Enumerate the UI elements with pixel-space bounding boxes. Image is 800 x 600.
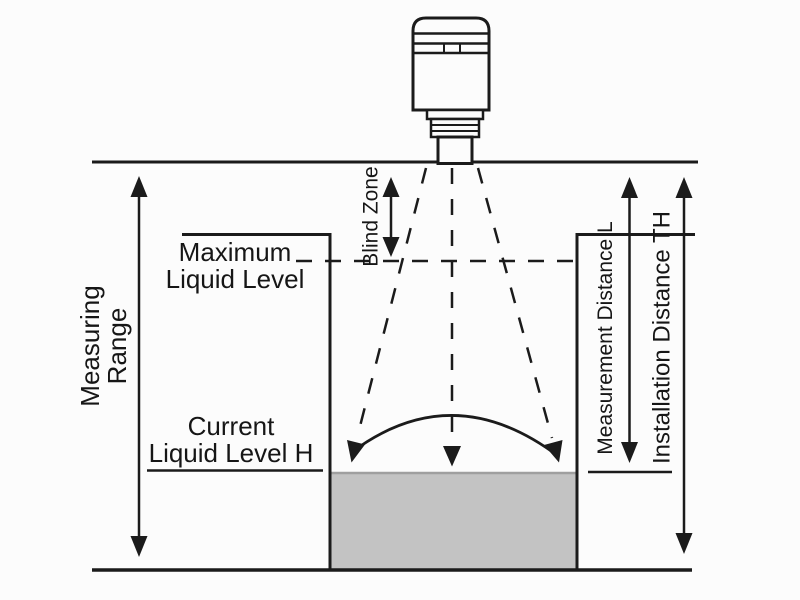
measuring-range-label-line1: Measuring (75, 285, 105, 407)
installation-distance-arrow (675, 177, 693, 554)
measurement-distance-arrow (621, 177, 638, 463)
ultrasonic-beam (347, 167, 563, 467)
current-liquid-level-label: Current Liquid Level H (141, 413, 321, 467)
measuring-range-arrow (130, 176, 148, 557)
blind-zone-arrowhead-down (382, 237, 400, 257)
echo-arc (351, 414, 559, 458)
blind-zone-arrowhead-up (382, 177, 400, 197)
current-liquid-level-line2: Liquid Level H (148, 438, 314, 468)
maximum-liquid-level-line1: Maximum (178, 237, 292, 267)
maximum-liquid-level-line2: Liquid Level (165, 264, 305, 294)
beam-center-arrowhead (443, 446, 461, 467)
measuring-range-arrowhead-up (130, 176, 148, 197)
measuring-range-label: Measuring Range (75, 266, 133, 426)
installation-distance-arrowhead-up (675, 177, 693, 198)
sensor-thread (429, 117, 481, 139)
installation-distance-label: Installation Distance TH (648, 211, 676, 465)
beam-right-edge (476, 167, 554, 439)
measurement-distance-label: Measurement Distance L (594, 221, 617, 455)
installation-distance-arrowhead-down (675, 533, 693, 554)
ultrasonic-sensor (411, 16, 491, 165)
sensor-body (411, 16, 491, 112)
blind-zone-arrow (382, 177, 400, 257)
blind-zone-label: Blind Zone (359, 166, 383, 267)
measurement-distance-arrowhead-up (621, 177, 638, 198)
sensor-transducer (436, 135, 474, 165)
maximum-liquid-level-label: Maximum Liquid Level (145, 239, 325, 293)
beam-left-edge (355, 167, 428, 439)
measuring-range-arrowhead-down (130, 536, 148, 557)
current-liquid-level-line1: Current (187, 411, 275, 441)
liquid-fill (331, 472, 576, 569)
measuring-range-label-line2: Range (102, 307, 132, 385)
sensor-collar (425, 108, 485, 121)
measurement-distance-arrowhead-down (621, 442, 638, 463)
